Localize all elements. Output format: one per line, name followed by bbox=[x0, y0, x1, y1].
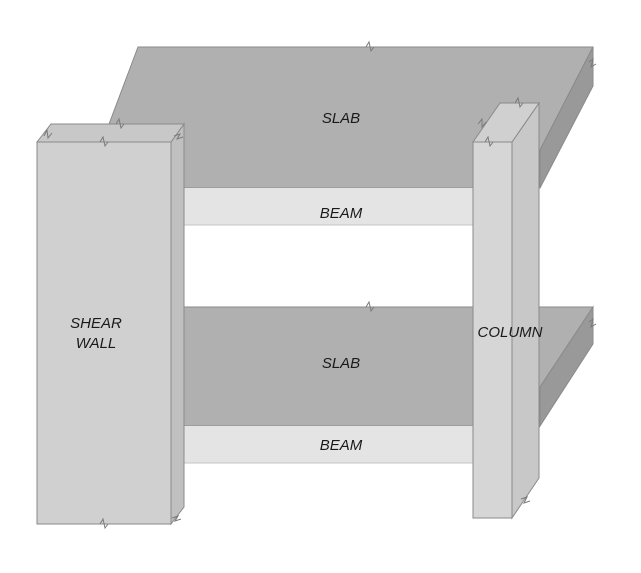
lower-beam-face bbox=[171, 426, 473, 463]
upper-beam-label: BEAM bbox=[320, 205, 363, 222]
column-label: COLUMN bbox=[477, 324, 542, 341]
lower-slab-edge bbox=[539, 305, 594, 428]
lower-slab-label: SLAB bbox=[322, 355, 360, 372]
upper-slab-edge bbox=[539, 46, 594, 189]
shear-wall-break-mark-bottom bbox=[99, 517, 109, 530]
upper-beam: BEAM bbox=[171, 188, 473, 226]
column-side bbox=[511, 101, 540, 520]
upper-slab-break-mark bbox=[365, 40, 375, 53]
shear-wall-front bbox=[36, 141, 172, 525]
shear-wall-break-mark-left bbox=[43, 128, 53, 140]
lower-slab-edge-break-mark bbox=[588, 317, 597, 329]
column-break-mark-bottom bbox=[520, 496, 531, 504]
upper-slab-edge-break-mark bbox=[588, 57, 597, 69]
shear-wall-break-mark-top-back bbox=[115, 117, 125, 130]
shear-wall-break-mark-side-top bbox=[173, 133, 184, 140]
shear-wall-top bbox=[35, 123, 185, 143]
shear-wall-break-mark-top bbox=[99, 135, 109, 148]
column-break-mark-top-back bbox=[514, 96, 524, 109]
column-break-mark-top bbox=[484, 135, 494, 148]
shear-wall-label-line2: WALL bbox=[76, 335, 117, 352]
upper-beam-face bbox=[171, 188, 473, 225]
shear-wall-break-mark-side-bottom bbox=[171, 515, 182, 522]
shear-wall-label-line1: SHEAR bbox=[70, 315, 122, 332]
column: COLUMN bbox=[472, 96, 543, 520]
lower-slab-break-mark bbox=[365, 300, 375, 313]
lower-beam-label: BEAM bbox=[320, 437, 363, 454]
shear-wall: SHEAR WALL bbox=[35, 117, 185, 530]
upper-slab-label: SLAB bbox=[322, 110, 360, 127]
shear-wall-side bbox=[170, 122, 185, 526]
column-break-mark-top-left bbox=[477, 117, 487, 129]
lower-beam: BEAM bbox=[171, 426, 473, 464]
